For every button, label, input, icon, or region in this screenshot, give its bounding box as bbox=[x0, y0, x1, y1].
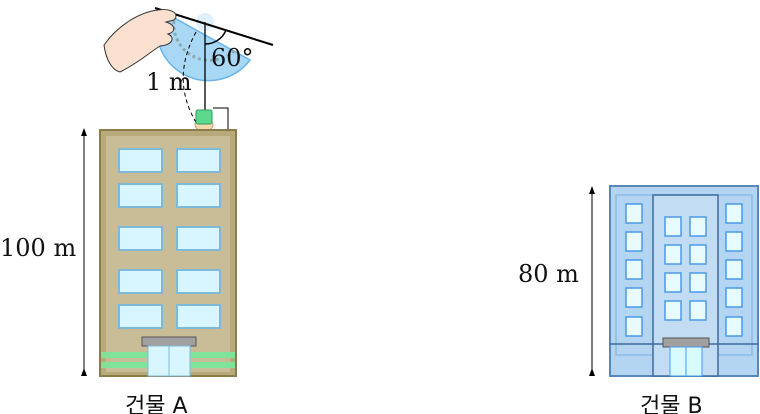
hand-icon bbox=[103, 9, 177, 73]
weight bbox=[195, 109, 213, 125]
building-b bbox=[609, 185, 759, 377]
building-b-label: 건물 B bbox=[640, 394, 703, 414]
string-length-label: 1 m bbox=[146, 68, 192, 96]
swing-arc bbox=[182, 31, 198, 125]
height-label-a: 100 m bbox=[0, 234, 77, 262]
building-a bbox=[99, 129, 237, 377]
angle-label: 60° bbox=[211, 44, 254, 72]
angle-arc bbox=[204, 29, 227, 45]
building-a-label: 건물 A bbox=[125, 394, 188, 414]
bracket-line bbox=[213, 107, 229, 131]
height-label-b: 80 m bbox=[518, 260, 579, 288]
